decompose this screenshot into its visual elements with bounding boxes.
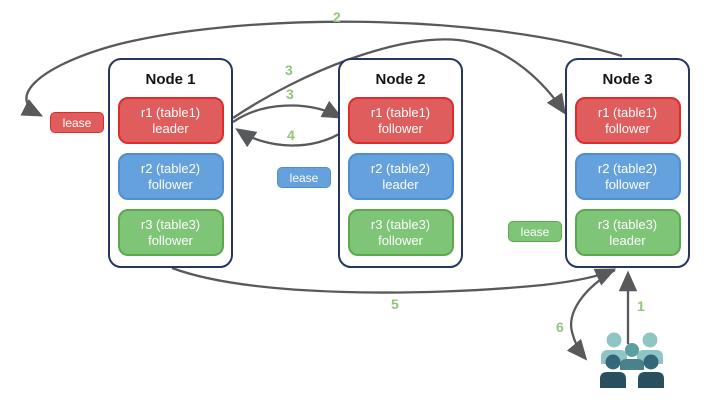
node-1-title: Node 1 xyxy=(145,71,196,88)
replica-label: r1 (table1) xyxy=(140,104,201,120)
person-front-right xyxy=(638,354,664,388)
replica-label: r2 (table2) xyxy=(140,160,201,176)
lease-badge-table2: lease xyxy=(277,167,331,188)
step-label-2: 2 xyxy=(333,9,341,25)
arrow-step-3-node1-to-node2 xyxy=(232,100,344,123)
node-1-replica-r1: r1 (table1) leader xyxy=(117,97,224,144)
node-3-replica-r2: r2 (table2) follower xyxy=(574,153,681,200)
node-1: Node 1 r1 (table1) leader r2 (table2) fo… xyxy=(108,58,233,268)
arrow-step-5-node1-to-node3 xyxy=(171,266,617,294)
replica-label: r3 (table3) xyxy=(597,216,658,232)
replica-label: r1 (table1) xyxy=(597,104,658,120)
lease-badge-table1: lease xyxy=(50,112,104,133)
node-2-title: Node 2 xyxy=(375,71,426,88)
replica-role: follower xyxy=(378,232,423,248)
arrow-step-2-node3-to-lease1 xyxy=(20,20,623,117)
replica-role: leader xyxy=(152,120,189,136)
replica-role: leader xyxy=(382,176,419,192)
replica-role: leader xyxy=(609,232,646,248)
lease-badge-table3: lease xyxy=(508,221,562,242)
replica-role: follower xyxy=(378,120,423,136)
step-label-3a: 3 xyxy=(285,62,293,78)
node-2-replica-r2: r2 (table2) leader xyxy=(347,153,454,200)
replica-label: r2 (table2) xyxy=(597,160,658,176)
node-1-replica-r3: r3 (table3) follower xyxy=(117,209,224,256)
arrow-step-6-node3-to-users xyxy=(566,269,616,361)
replica-label: r1 (table1) xyxy=(370,104,431,120)
replica-label: r3 (table3) xyxy=(370,216,431,232)
replica-label: r3 (table3) xyxy=(140,216,201,232)
replica-role: follower xyxy=(605,120,650,136)
node-2: Node 2 r1 (table1) follower r2 (table2) … xyxy=(338,58,463,268)
step-label-6: 6 xyxy=(556,319,564,335)
node-3-title: Node 3 xyxy=(602,71,653,88)
node-1-replica-r2: r2 (table2) follower xyxy=(117,153,224,200)
step-label-1: 1 xyxy=(637,298,645,314)
person-middle xyxy=(620,343,644,370)
node-3: Node 3 r1 (table1) follower r2 (table2) … xyxy=(565,58,690,268)
node-2-replica-r3: r3 (table3) follower xyxy=(347,209,454,256)
replica-role: follower xyxy=(148,232,193,248)
arrow-step-3-node1-to-node3 xyxy=(232,38,566,119)
replica-role: follower xyxy=(148,176,193,192)
step-label-5: 5 xyxy=(391,296,399,312)
person-front-left xyxy=(600,354,626,388)
step-label-3b: 3 xyxy=(286,86,294,102)
arrow-step-4-node2-to-node1 xyxy=(235,128,345,148)
node-2-replica-r1: r1 (table1) follower xyxy=(347,97,454,144)
replica-role: follower xyxy=(605,176,650,192)
node-3-replica-r1: r1 (table1) follower xyxy=(574,97,681,144)
step-label-4: 4 xyxy=(287,127,295,143)
node-3-replica-r3: r3 (table3) leader xyxy=(574,209,681,256)
replica-label: r2 (table2) xyxy=(370,160,431,176)
user-group-icon xyxy=(600,332,664,388)
